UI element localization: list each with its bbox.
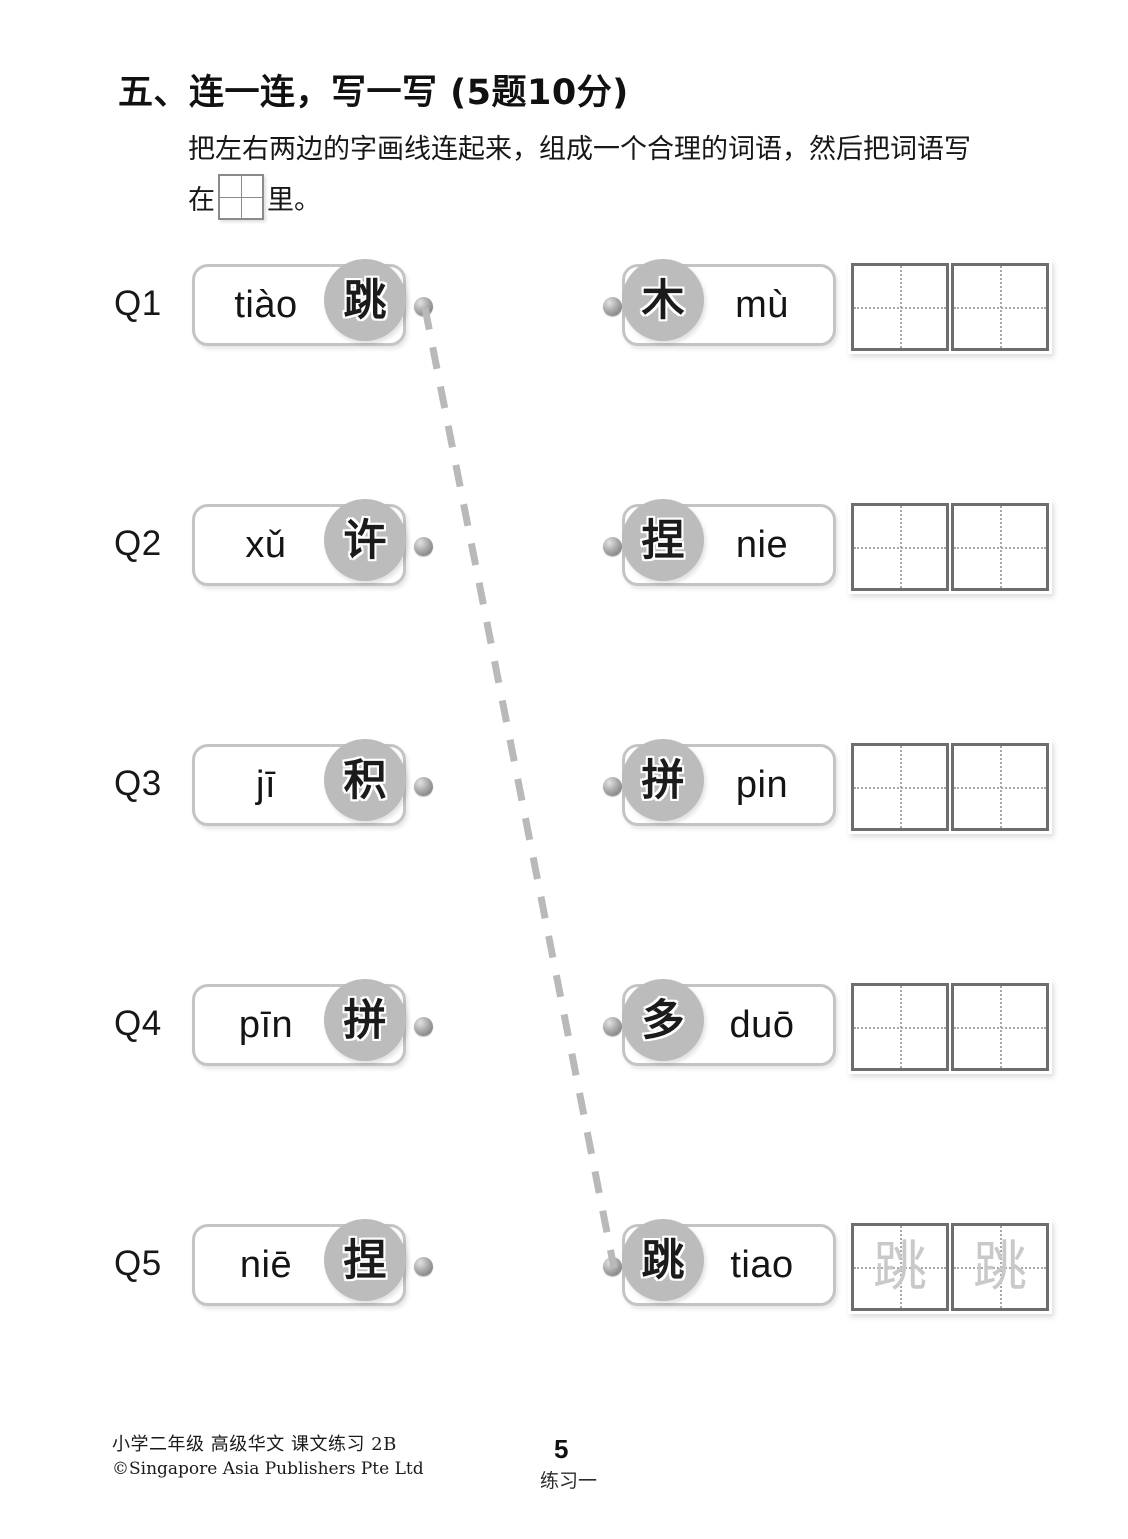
q3-left-hanzi-chip: 积 [324, 739, 406, 821]
q5-left-hanzi-chip: 捏 [324, 1219, 406, 1301]
q3-right-hanzi-chip: 拼 [622, 739, 704, 821]
instruction-line-2-prefix: 在 [188, 185, 215, 216]
q2-answer-cell-1[interactable] [851, 503, 949, 591]
q1-answer-cell-1[interactable] [851, 263, 949, 351]
q5-left-hanzi: 捏 [343, 1236, 387, 1286]
question-label-q1: Q1 [114, 284, 162, 323]
q3-left-hanzi: 积 [343, 756, 387, 806]
q5-answer-cell-2[interactable]: 跳 [951, 1223, 1049, 1311]
q4-right-pinyin: duō [729, 1004, 795, 1046]
question-row: Q4 pīn 拼 多 duō [0, 976, 1128, 1086]
q4-answer-char-1 [854, 986, 946, 1068]
q1-left-hanzi: 跳 [343, 276, 387, 326]
instruction-line-2: 在 里。 [188, 174, 1068, 225]
q5-left-dot[interactable] [414, 1257, 433, 1276]
q3-right-dot[interactable] [603, 777, 622, 796]
q5-left-pinyin: niē [239, 1244, 293, 1286]
q2-left-dot[interactable] [414, 537, 433, 556]
q4-left-pinyin: pīn [238, 1004, 294, 1046]
q2-left-card[interactable]: xǔ 许 [192, 499, 406, 586]
q1-answer-grid[interactable] [848, 260, 1052, 354]
q4-answer-cell-2[interactable] [951, 983, 1049, 1071]
q5-answer-char-2: 跳 [973, 1235, 1027, 1298]
q4-right-hanzi-chip: 多 [622, 979, 704, 1061]
question-label-q2: Q2 [114, 524, 162, 563]
q3-left-dot[interactable] [414, 777, 433, 796]
q3-answer-cell-1[interactable] [851, 743, 949, 831]
q3-left-pinyin: jī [256, 764, 276, 806]
q1-left-hanzi-chip: 跳 [324, 259, 406, 341]
q1-answer-char-2 [954, 266, 1046, 348]
q3-right-pinyin: pin [735, 764, 789, 806]
q2-left-pinyin: xǔ [245, 524, 287, 566]
question-row: Q5 niē 捏 跳 tiao 跳 跳 [0, 1216, 1128, 1326]
q1-right-dot[interactable] [603, 297, 622, 316]
question-row: Q3 jī 积 拼 pin [0, 736, 1128, 846]
q4-right-card[interactable]: 多 duō [622, 979, 836, 1066]
q5-right-dot[interactable] [603, 1257, 622, 1276]
footer-publisher-block: 小学二年级 高级华文 课文练习 2B ©Singapore Asia Publi… [112, 1432, 424, 1482]
q2-right-hanzi: 捏 [641, 516, 685, 566]
q5-left-card[interactable]: niē 捏 [192, 1219, 406, 1306]
q5-answer-grid[interactable]: 跳 跳 [848, 1220, 1052, 1314]
question-row: Q2 xǔ 许 捏 nie [0, 496, 1128, 606]
q4-answer-char-2 [954, 986, 1046, 1068]
q2-right-card[interactable]: 捏 nie [622, 499, 836, 586]
q5-right-pinyin: tiao [730, 1244, 794, 1286]
page-number: 5 [554, 1434, 569, 1464]
q1-answer-cell-2[interactable] [951, 263, 1049, 351]
q4-answer-grid[interactable] [848, 980, 1052, 1074]
question-row: Q1 tiào 跳 木 mù [0, 256, 1128, 366]
q4-left-card[interactable]: pīn 拼 [192, 979, 406, 1066]
q5-right-card[interactable]: 跳 tiao [622, 1219, 836, 1306]
question-label-q4: Q4 [114, 1004, 162, 1043]
q2-right-pinyin: nie [735, 524, 789, 566]
q1-right-pinyin: mù [735, 284, 789, 326]
q4-left-dot[interactable] [414, 1017, 433, 1036]
instruction-text: 把左右两边的字画线连起来，组成一个合理的词语，然后把词语写 在 里。 [188, 126, 1068, 225]
instruction-line-2-suffix: 里。 [267, 185, 321, 216]
q1-left-pinyin: tiào [234, 284, 298, 326]
q3-answer-char-1 [854, 746, 946, 828]
q2-answer-char-1 [854, 506, 946, 588]
q1-left-dot[interactable] [414, 297, 433, 316]
question-label-q5: Q5 [114, 1244, 162, 1283]
q4-right-dot[interactable] [603, 1017, 622, 1036]
page-title: 五、连一连，写一写 (5题10分) [118, 73, 629, 113]
footer-book-title: 小学二年级 高级华文 课文练习 2B [112, 1434, 397, 1455]
inline-character-grid-icon [218, 174, 264, 220]
q5-right-hanzi: 跳 [641, 1236, 685, 1286]
q2-right-hanzi-chip: 捏 [622, 499, 704, 581]
q3-right-hanzi: 拼 [641, 756, 685, 806]
q2-answer-char-2 [954, 506, 1046, 588]
q5-answer-char-1: 跳 [873, 1235, 927, 1298]
q4-left-hanzi: 拼 [343, 996, 387, 1046]
q5-answer-cell-1[interactable]: 跳 [851, 1223, 949, 1311]
q3-left-card[interactable]: jī 积 [192, 739, 406, 826]
footer-copyright: ©Singapore Asia Publishers Pte Ltd [112, 1459, 424, 1479]
q4-answer-cell-1[interactable] [851, 983, 949, 1071]
q3-right-card[interactable]: 拼 pin [622, 739, 836, 826]
q1-right-hanzi-chip: 木 [622, 259, 704, 341]
q4-left-hanzi-chip: 拼 [324, 979, 406, 1061]
instruction-line-1: 把左右两边的字画线连起来，组成一个合理的词语，然后把词语写 [188, 134, 971, 165]
q5-right-hanzi-chip: 跳 [622, 1219, 704, 1301]
q3-answer-grid[interactable] [848, 740, 1052, 834]
q3-answer-char-2 [954, 746, 1046, 828]
q2-left-hanzi-chip: 许 [324, 499, 406, 581]
q4-right-hanzi: 多 [641, 996, 685, 1046]
q1-left-card[interactable]: tiào 跳 [192, 259, 406, 346]
q2-left-hanzi: 许 [343, 516, 387, 566]
q2-answer-cell-2[interactable] [951, 503, 1049, 591]
q1-answer-char-1 [854, 266, 946, 348]
q1-right-card[interactable]: 木 mù [622, 259, 836, 346]
q2-right-dot[interactable] [603, 537, 622, 556]
q3-answer-cell-2[interactable] [951, 743, 1049, 831]
q2-answer-grid[interactable] [848, 500, 1052, 594]
question-label-q3: Q3 [114, 764, 162, 803]
question-list: Q1 tiào 跳 木 mù Q2 xǔ 许 捏 nie [0, 256, 1128, 1326]
footer-exercise-label: 练习一 [540, 1470, 598, 1492]
q1-right-hanzi: 木 [641, 276, 685, 326]
